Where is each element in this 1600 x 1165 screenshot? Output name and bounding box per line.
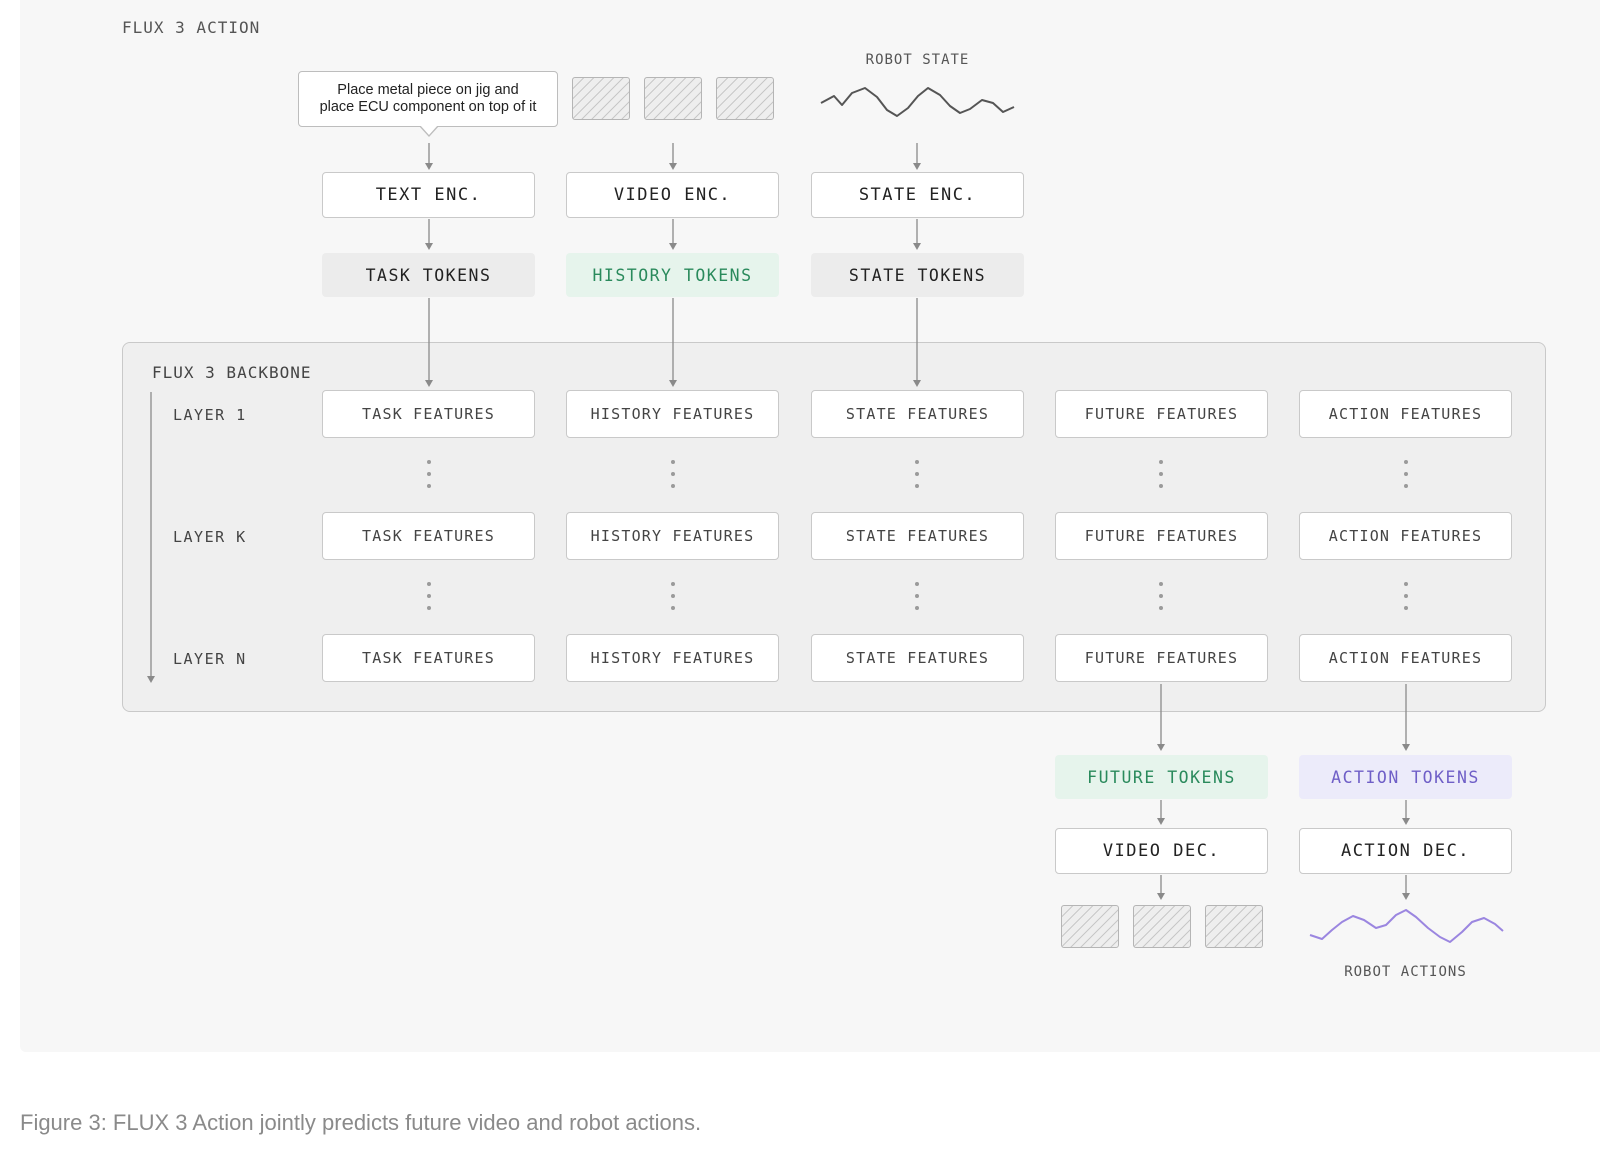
- future-tokens: FUTURE TOKENS: [1055, 755, 1268, 799]
- arrowhead: [913, 243, 921, 250]
- action-features-box: ACTION FEATURES: [1299, 390, 1512, 438]
- task-features-box: TASK FEATURES: [322, 634, 535, 682]
- state-tokens: STATE TOKENS: [811, 253, 1024, 297]
- ellipsis-dot: [671, 606, 675, 610]
- input-video-frame: [716, 77, 774, 120]
- robot-actions-label: ROBOT ACTIONS: [1344, 964, 1467, 980]
- input-video-frame: [644, 77, 702, 120]
- state-features-box: STATE FEATURES: [811, 512, 1024, 560]
- ellipsis-dot: [915, 582, 919, 586]
- history-features-box: HISTORY FEATURES: [566, 512, 779, 560]
- robot-state-label: ROBOT STATE: [865, 52, 970, 68]
- action-features-box: ACTION FEATURES: [1299, 512, 1512, 560]
- action-features-box: ACTION FEATURES: [1299, 634, 1512, 682]
- ellipsis-dot: [1404, 472, 1408, 476]
- ellipsis-dot: [915, 460, 919, 464]
- ellipsis-dot: [427, 460, 431, 464]
- arrowhead: [669, 243, 677, 250]
- state-features-box: STATE FEATURES: [811, 390, 1024, 438]
- arrowhead: [425, 243, 433, 250]
- arrowhead: [147, 676, 155, 683]
- backbone-label: FLUX 3 BACKBONE: [152, 363, 312, 382]
- video-encoder-box: VIDEO ENC.: [566, 172, 779, 218]
- arrowhead: [1157, 893, 1165, 900]
- ellipsis-dot: [427, 484, 431, 488]
- ellipsis-dot: [1159, 594, 1163, 598]
- ellipsis-dot: [671, 472, 675, 476]
- action-tokens: ACTION TOKENS: [1299, 755, 1512, 799]
- ellipsis-dot: [427, 472, 431, 476]
- ellipsis-dot: [671, 484, 675, 488]
- ellipsis-dot: [1404, 582, 1408, 586]
- arrowhead: [1402, 818, 1410, 825]
- arrowhead: [1157, 744, 1165, 751]
- future-features-box: FUTURE FEATURES: [1055, 634, 1268, 682]
- task-tokens: TASK TOKENS: [322, 253, 535, 297]
- output-video-frame: [1061, 905, 1119, 948]
- state-encoder-box: STATE ENC.: [811, 172, 1024, 218]
- video-decoder-box: VIDEO DEC.: [1055, 828, 1268, 874]
- ellipsis-dot: [1404, 460, 1408, 464]
- prompt-bubble-tail-fill: [420, 125, 438, 135]
- robot-state-waveform: [820, 87, 1015, 117]
- arrowhead: [1402, 744, 1410, 751]
- ellipsis-dot: [1404, 606, 1408, 610]
- ellipsis-dot: [1159, 460, 1163, 464]
- arrowhead: [425, 380, 433, 387]
- ellipsis-dot: [427, 606, 431, 610]
- output-video-frame: [1205, 905, 1263, 948]
- ellipsis-dot: [671, 582, 675, 586]
- ellipsis-dot: [427, 582, 431, 586]
- history-tokens: HISTORY TOKENS: [566, 253, 779, 297]
- ellipsis-dot: [427, 594, 431, 598]
- arrowhead: [425, 163, 433, 170]
- ellipsis-dot: [671, 460, 675, 464]
- ellipsis-dot: [1159, 472, 1163, 476]
- arrowhead: [1157, 818, 1165, 825]
- future-features-box: FUTURE FEATURES: [1055, 390, 1268, 438]
- arrowhead: [669, 380, 677, 387]
- arrowhead: [913, 163, 921, 170]
- text-encoder-box: TEXT ENC.: [322, 172, 535, 218]
- layer-label-n: LAYER N: [173, 650, 247, 668]
- diagram-title: FLUX 3 ACTION: [122, 18, 261, 37]
- arrowhead: [1402, 893, 1410, 900]
- ellipsis-dot: [915, 606, 919, 610]
- robot-actions-waveform: [1309, 909, 1504, 943]
- task-prompt-bubble: Place metal piece on jig and place ECU c…: [298, 71, 558, 127]
- layer-label-k: LAYER K: [173, 528, 247, 546]
- ellipsis-dot: [1159, 606, 1163, 610]
- ellipsis-dot: [671, 594, 675, 598]
- history-features-box: HISTORY FEATURES: [566, 634, 779, 682]
- action-decoder-box: ACTION DEC.: [1299, 828, 1512, 874]
- future-features-box: FUTURE FEATURES: [1055, 512, 1268, 560]
- output-video-frame: [1133, 905, 1191, 948]
- ellipsis-dot: [915, 472, 919, 476]
- ellipsis-dot: [915, 594, 919, 598]
- task-features-box: TASK FEATURES: [322, 512, 535, 560]
- arrowhead: [669, 163, 677, 170]
- ellipsis-dot: [1159, 484, 1163, 488]
- ellipsis-dot: [1404, 594, 1408, 598]
- ellipsis-dot: [915, 484, 919, 488]
- ellipsis-dot: [1159, 582, 1163, 586]
- figure-caption: Figure 3: FLUX 3 Action jointly predicts…: [20, 1110, 702, 1135]
- task-features-box: TASK FEATURES: [322, 390, 535, 438]
- layer-label-1: LAYER 1: [173, 406, 247, 424]
- state-features-box: STATE FEATURES: [811, 634, 1024, 682]
- input-video-frame: [572, 77, 630, 120]
- history-features-box: HISTORY FEATURES: [566, 390, 779, 438]
- ellipsis-dot: [1404, 484, 1408, 488]
- arrowhead: [913, 380, 921, 387]
